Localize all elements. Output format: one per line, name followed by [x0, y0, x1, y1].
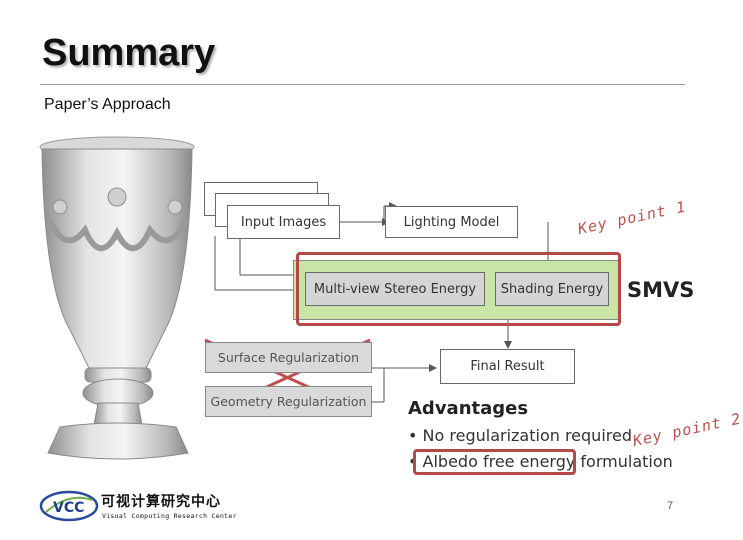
lighting-model-box: Lighting Model — [385, 206, 518, 238]
logo-english-name: Visual Computing Research Center — [102, 512, 237, 520]
geometry-regularization-box: Geometry Regularization — [205, 386, 372, 417]
albedo-highlight-outline — [413, 449, 576, 475]
advantage-item: • Albedo free energy formulation — [408, 452, 673, 471]
page-number: 7 — [667, 500, 674, 512]
slide-subtitle: Paper’s Approach — [44, 96, 171, 113]
input-images-box: Input Images — [227, 205, 340, 239]
final-result-box: Final Result — [440, 349, 575, 384]
logo-chinese-name: 可视计算研究中心 — [101, 494, 221, 510]
smvs-label: SMVS — [627, 278, 695, 302]
smvs-highlight-outline — [296, 252, 621, 326]
advantage-text: No regularization required — [422, 426, 632, 445]
slide-title: Summary — [42, 32, 216, 74]
advantage-text: Albedo free energy formulation — [422, 452, 673, 471]
multiview-stereo-energy-box: Multi-view Stereo Energy — [305, 272, 485, 306]
logo-abbr-text: VCC — [53, 500, 84, 516]
vcc-logo: VCC — [39, 490, 99, 522]
shading-energy-box: Shading Energy — [495, 272, 609, 306]
advantages-heading: Advantages — [408, 398, 529, 419]
surface-regularization-box: Surface Regularization — [205, 342, 372, 373]
vase-reconstruction-image — [39, 136, 195, 460]
title-divider — [40, 84, 685, 85]
advantage-item: • No regularization required — [408, 426, 632, 445]
